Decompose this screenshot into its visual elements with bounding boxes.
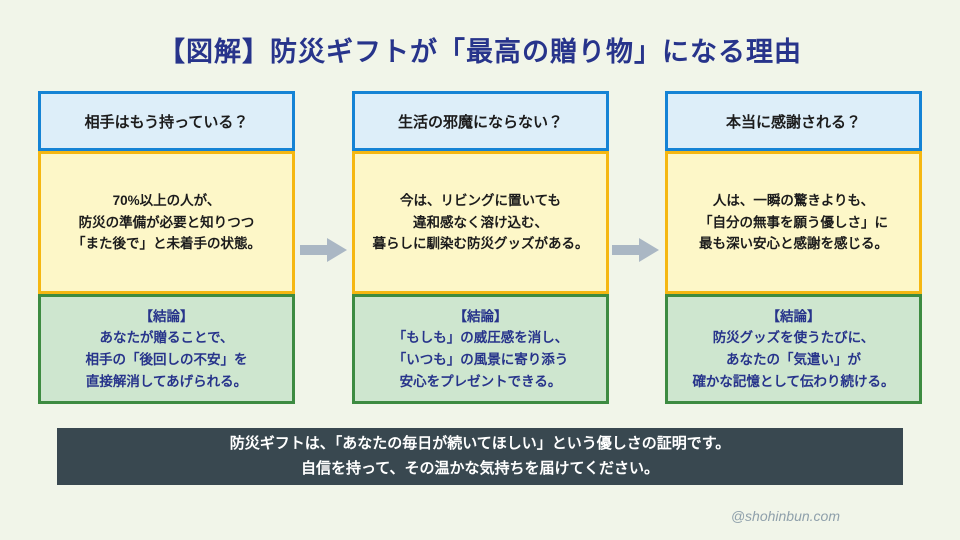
explanation-box-1: 70%以上の人が、 防災の準備が必要と知りつつ 「また後で」と未着手の状態。 bbox=[38, 151, 295, 294]
conclusion-box-3: 【結論】 防災グッズを使うたびに、 あなたの「気遣い」が 確かな記憶として伝わり… bbox=[665, 294, 922, 404]
page-title: 【図解】防災ギフトが「最高の贈り物」になる理由 bbox=[158, 37, 802, 67]
explanation-box-3: 人は、一瞬の驚きよりも、 「自分の無事を願う優しさ」に 最も深い安心と感謝を感じ… bbox=[665, 151, 922, 294]
column-lifestyle-fit: 生活の邪魔にならない？ 今は、リビングに置いても 違和感なく溶け込む、 暮らしに… bbox=[352, 91, 609, 404]
column-already-have: 相手はもう持っている？ 70%以上の人が、 防災の準備が必要と知りつつ 「また後… bbox=[38, 91, 295, 404]
watermark: @shohinbun.com bbox=[730, 508, 840, 524]
conclusion-box-2: 【結論】 「もしも」の威圧感を消し、 「いつも」の風景に寄り添う 安心をプレゼン… bbox=[352, 294, 609, 404]
conclusion-text-2: 【結論】 「もしも」の威圧感を消し、 「いつも」の風景に寄り添う 安心をプレゼン… bbox=[392, 308, 569, 389]
question-label-1: 相手はもう持っている？ bbox=[84, 113, 249, 131]
column-truly-appreciated: 本当に感謝される？ 人は、一瞬の驚きよりも、 「自分の無事を願う優しさ」に 最も… bbox=[665, 91, 922, 404]
question-label-2: 生活の邪魔にならない？ bbox=[397, 113, 563, 131]
footer-message-line1: 防災ギフトは、「あなたの毎日が続いてほしい」という優しさの証明です。 bbox=[229, 434, 731, 452]
footer-banner: 防災ギフトは、「あなたの毎日が続いてほしい」という優しさの証明です。 自信を持っ… bbox=[57, 428, 903, 485]
explanation-text-2: 今は、リビングに置いても 違和感なく溶け込む、 暮らしに馴染む防災グッズがある。 bbox=[372, 193, 589, 252]
question-box-2: 生活の邪魔にならない？ bbox=[352, 91, 609, 151]
arrow-right-icon bbox=[612, 238, 659, 262]
explanation-text-1: 70%以上の人が、 防災の準備が必要と知りつつ 「また後で」と未着手の状態。 bbox=[72, 193, 261, 252]
question-label-3: 本当に感謝される？ bbox=[725, 113, 861, 131]
conclusion-text-1: 【結論】 あなたが贈ることで、 相手の「後回しの不安」を 直接解消してあげられる… bbox=[85, 308, 248, 389]
conclusion-box-1: 【結論】 あなたが贈ることで、 相手の「後回しの不安」を 直接解消してあげられる… bbox=[38, 294, 295, 404]
conclusion-text-3: 【結論】 防災グッズを使うたびに、 あなたの「気遣い」が 確かな記憶として伝わり… bbox=[692, 308, 895, 389]
explanation-box-2: 今は、リビングに置いても 違和感なく溶け込む、 暮らしに馴染む防災グッズがある。 bbox=[352, 151, 609, 294]
explanation-text-3: 人は、一瞬の驚きよりも、 「自分の無事を願う優しさ」に 最も深い安心と感謝を感じ… bbox=[699, 193, 888, 252]
question-box-3: 本当に感謝される？ bbox=[665, 91, 922, 151]
question-box-1: 相手はもう持っている？ bbox=[38, 91, 295, 151]
footer-message-line2: 自信を持って、その温かな気持ちを届けてください。 bbox=[300, 459, 660, 477]
arrow-right-icon bbox=[300, 238, 347, 262]
